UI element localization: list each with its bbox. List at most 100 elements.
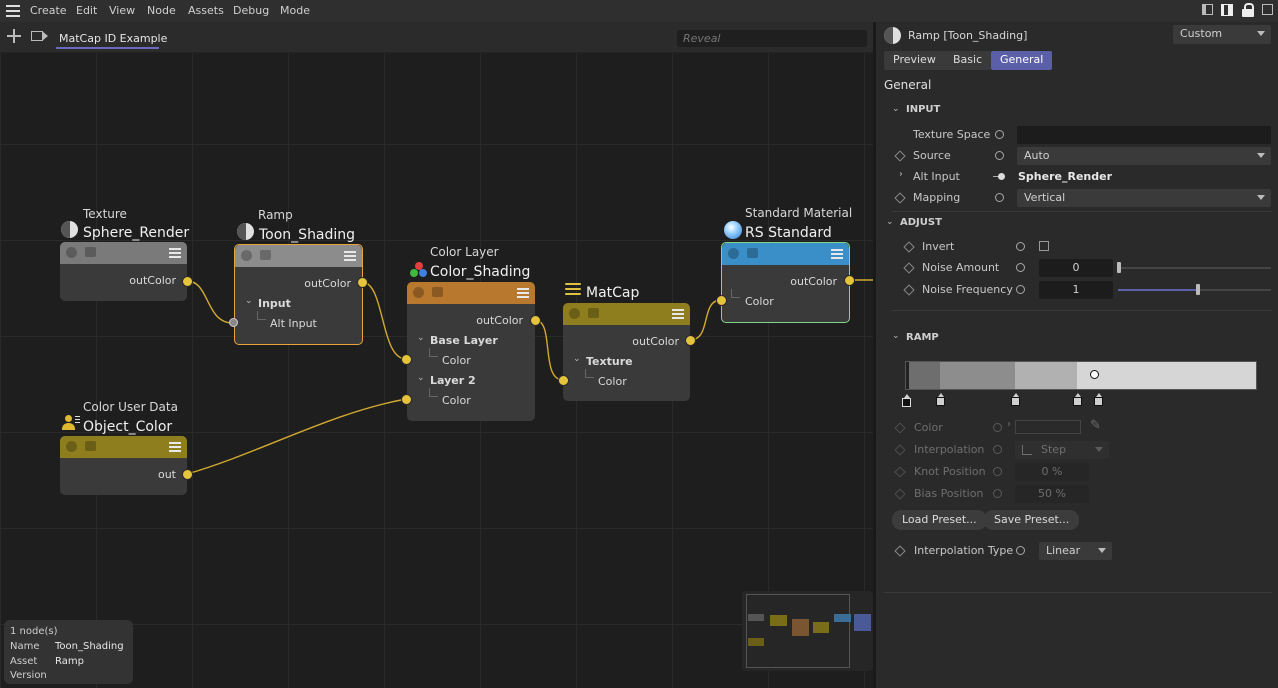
- load-preset-button[interactable]: Load Preset...: [892, 510, 987, 530]
- animate-ring-icon[interactable]: [1016, 263, 1025, 272]
- mode-dropdown[interactable]: Custom: [1173, 25, 1271, 44]
- noise-frequency-field[interactable]: 1: [1039, 281, 1113, 299]
- ramp-input-group[interactable]: Input: [258, 297, 291, 310]
- alt-input-value[interactable]: Sphere_Render: [1018, 170, 1112, 183]
- noise-frequency-slider-handle[interactable]: [1195, 284, 1200, 295]
- color-user-data-node[interactable]: out: [60, 436, 187, 495]
- ramp-section-header[interactable]: RAMP: [906, 332, 939, 343]
- ramp-knot[interactable]: [1011, 393, 1020, 406]
- chevron-down-icon[interactable]: ⌄: [886, 217, 894, 227]
- menu-mode[interactable]: Mode: [280, 4, 310, 17]
- chevron-down-icon[interactable]: ⌄: [417, 333, 425, 343]
- noise-amount-slider-handle[interactable]: [1117, 262, 1121, 273]
- bias-handle[interactable]: [1090, 370, 1099, 379]
- menu-node[interactable]: Node: [147, 4, 176, 17]
- matcap-node[interactable]: outColor ⌄ Texture Color: [563, 303, 690, 401]
- texture-out-port[interactable]: [182, 276, 193, 287]
- standard-material-node[interactable]: outColor Color: [721, 242, 850, 323]
- node-menu-icon[interactable]: [831, 249, 843, 261]
- reveal-search-input[interactable]: [677, 30, 867, 47]
- menu-debug[interactable]: Debug: [233, 4, 270, 17]
- matcap-color-in-port[interactable]: [558, 375, 569, 386]
- keyframe-diamond-icon[interactable]: [894, 545, 906, 557]
- chevron-down-icon[interactable]: ⌄: [245, 296, 253, 306]
- animate-ring-icon[interactable]: [995, 130, 1004, 139]
- matcap-out-port[interactable]: [685, 335, 696, 346]
- source-dropdown[interactable]: Auto: [1017, 147, 1271, 165]
- noise-amount-slider[interactable]: [1118, 267, 1271, 269]
- keyframe-diamond-icon[interactable]: [903, 284, 915, 296]
- chevron-down-icon[interactable]: ⌄: [417, 373, 425, 383]
- noise-frequency-slider[interactable]: [1118, 289, 1271, 291]
- chevron-right-icon[interactable]: ⌄: [894, 170, 905, 178]
- noise-amount-field[interactable]: 0: [1039, 259, 1113, 277]
- ramp-knot[interactable]: [936, 393, 945, 406]
- ramp-knot[interactable]: [1094, 393, 1103, 406]
- layout-left-icon[interactable]: [1202, 4, 1213, 15]
- texture-node[interactable]: outColor: [60, 242, 187, 301]
- chevron-down-icon[interactable]: ⌄: [892, 104, 900, 114]
- matcap-texture-group[interactable]: Texture: [586, 355, 633, 368]
- keyframe-diamond-icon[interactable]: [903, 241, 915, 253]
- ramp-node[interactable]: outColor ⌄ Input Alt Input: [234, 244, 363, 345]
- chevron-down-icon[interactable]: ⌄: [573, 354, 581, 364]
- save-preset-button[interactable]: Save Preset...: [984, 510, 1080, 530]
- animate-ring-icon[interactable]: [1016, 285, 1025, 294]
- color-layer-out-port[interactable]: [530, 315, 541, 326]
- keyframe-diamond-icon[interactable]: [894, 150, 906, 162]
- tag-icon[interactable]: [31, 31, 43, 41]
- layer-2-color-in-port[interactable]: [401, 394, 412, 405]
- menu-create[interactable]: Create: [30, 4, 67, 17]
- layer-2-group[interactable]: Layer 2: [430, 374, 476, 387]
- tab-basic[interactable]: Basic: [944, 51, 992, 70]
- input-section-header[interactable]: INPUT: [906, 104, 941, 115]
- ramp-out-port[interactable]: [357, 277, 368, 288]
- tree-line: [257, 311, 266, 320]
- keyframe-diamond-icon[interactable]: [903, 262, 915, 274]
- node-menu-icon[interactable]: [344, 251, 356, 263]
- animate-ring-icon[interactable]: [995, 193, 1004, 202]
- tab-matcap-id-example[interactable]: MatCap ID Example: [59, 32, 168, 45]
- base-layer-color-in-port[interactable]: [401, 354, 412, 365]
- invert-checkbox[interactable]: [1039, 241, 1049, 251]
- hamburger-menu-icon[interactable]: [6, 5, 20, 17]
- animate-ring-icon[interactable]: [1016, 546, 1025, 555]
- mapping-dropdown[interactable]: Vertical: [1017, 189, 1271, 207]
- node-menu-icon[interactable]: [169, 442, 181, 454]
- lock-icon[interactable]: [1242, 3, 1254, 17]
- user-data-out-port[interactable]: [182, 469, 193, 480]
- ramp-gradient[interactable]: [905, 361, 1257, 390]
- connected-dot-icon[interactable]: [998, 173, 1005, 180]
- ramp-knot-selected[interactable]: [902, 394, 911, 407]
- animate-ring-icon[interactable]: [995, 151, 1004, 160]
- animate-ring-icon[interactable]: [1016, 242, 1025, 251]
- keyframe-diamond-icon[interactable]: [894, 192, 906, 204]
- tab-preview[interactable]: Preview: [884, 51, 945, 70]
- popout-icon[interactable]: [1262, 4, 1273, 15]
- adjust-section-header[interactable]: ADJUST: [900, 217, 942, 228]
- ramp-alt-input-port[interactable]: [229, 318, 238, 327]
- dollar-icon: [728, 248, 739, 259]
- standard-color-in-port[interactable]: [716, 295, 727, 306]
- standard-out-port[interactable]: [844, 275, 855, 286]
- node-graph-canvas[interactable]: Texture Sphere_Render outColor Ramp Toon…: [0, 53, 873, 688]
- chevron-down-icon[interactable]: ⌄: [892, 331, 900, 341]
- interpolation-type-dropdown[interactable]: Linear: [1039, 542, 1112, 560]
- base-layer-group[interactable]: Base Layer: [430, 334, 498, 347]
- node-menu-icon[interactable]: [672, 309, 684, 321]
- minimap-viewport[interactable]: [746, 594, 850, 668]
- attribute-panel: Ramp [Toon_Shading] Custom Preview Basic…: [876, 22, 1278, 688]
- texture-space-field[interactable]: [1017, 126, 1271, 144]
- color-layer-node[interactable]: outColor ⌄ Base Layer Color ⌄ Layer 2 Co…: [407, 282, 535, 421]
- add-icon[interactable]: [7, 29, 21, 43]
- node-menu-icon[interactable]: [517, 288, 529, 300]
- menu-edit[interactable]: Edit: [76, 4, 98, 17]
- menu-view[interactable]: View: [109, 4, 136, 17]
- minimap[interactable]: [742, 591, 873, 671]
- panel-splitter[interactable]: [873, 22, 876, 688]
- node-menu-icon[interactable]: [169, 248, 181, 260]
- ramp-knot[interactable]: [1073, 393, 1082, 406]
- layout-right-icon[interactable]: [1221, 4, 1233, 16]
- tab-general[interactable]: General: [991, 51, 1053, 70]
- menu-assets[interactable]: Assets: [188, 4, 224, 17]
